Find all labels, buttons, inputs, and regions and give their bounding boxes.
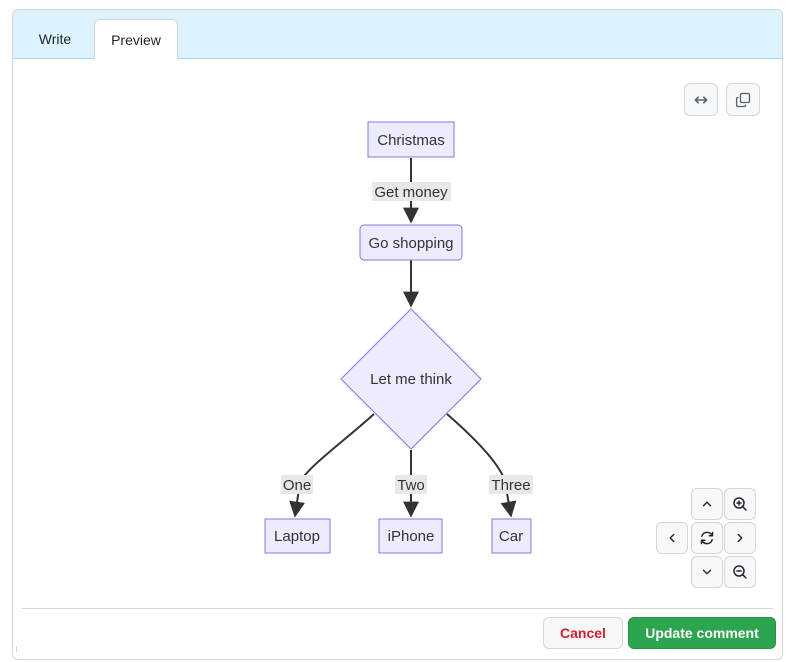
node-decision — [340, 308, 482, 450]
edge-label-one: One — [283, 477, 311, 494]
node-car — [491, 518, 532, 554]
flowchart-diagram: Get money One Two Three Christmas Go sho… — [264, 121, 533, 554]
node-go-shopping-label: Go shopping — [368, 235, 453, 252]
reset-icon — [700, 531, 714, 545]
zoom-out-button[interactable] — [724, 556, 756, 588]
arrows-horizontal-icon — [694, 95, 708, 104]
chevron-up-icon — [702, 501, 712, 507]
chevron-down-icon — [702, 569, 712, 575]
pan-right-button[interactable] — [724, 522, 756, 554]
pan-down-button[interactable] — [691, 556, 723, 588]
tab-write[interactable]: Write — [38, 31, 72, 47]
edge-label-bg — [395, 475, 427, 494]
cancel-button[interactable]: Cancel — [543, 617, 623, 649]
pan-left-button[interactable] — [656, 522, 688, 554]
edge-label-get-money: Get money — [374, 184, 448, 201]
node-christmas — [367, 121, 455, 158]
edge-label-bg — [489, 475, 533, 494]
node-car-label: Car — [499, 528, 523, 545]
copy-button[interactable] — [726, 83, 760, 116]
edge-label-three: Three — [491, 477, 530, 494]
copy-icon — [735, 92, 751, 107]
reset-view-button[interactable] — [691, 522, 723, 554]
edge-label-bg — [281, 475, 313, 494]
edge-think-car — [446, 413, 517, 518]
update-comment-button[interactable]: Update comment — [628, 617, 776, 649]
zoom-in-icon — [733, 497, 747, 511]
comment-editor: Write Preview Get money One Tw — [12, 9, 783, 660]
node-iphone-label: iPhone — [388, 528, 435, 545]
footer-divider — [22, 608, 773, 609]
node-decision-label: Let me think — [370, 371, 452, 388]
edge-think-laptop — [289, 413, 375, 518]
zoom-out-icon — [733, 565, 747, 579]
node-go-shopping — [359, 224, 463, 261]
node-christmas-label: Christmas — [377, 132, 445, 149]
node-iphone — [378, 518, 443, 554]
node-laptop — [264, 518, 331, 554]
chevron-left-icon — [669, 533, 675, 543]
tab-preview[interactable]: Preview — [94, 19, 178, 59]
expand-button[interactable] — [684, 83, 718, 116]
edge-label-bg — [372, 182, 451, 201]
node-laptop-label: Laptop — [274, 528, 320, 545]
chevron-right-icon — [737, 533, 743, 543]
zoom-in-button[interactable] — [724, 488, 756, 520]
pan-up-button[interactable] — [691, 488, 723, 520]
divider-mark — [16, 646, 17, 652]
tab-bar: Write Preview — [13, 10, 782, 59]
edge-label-two: Two — [397, 477, 425, 494]
